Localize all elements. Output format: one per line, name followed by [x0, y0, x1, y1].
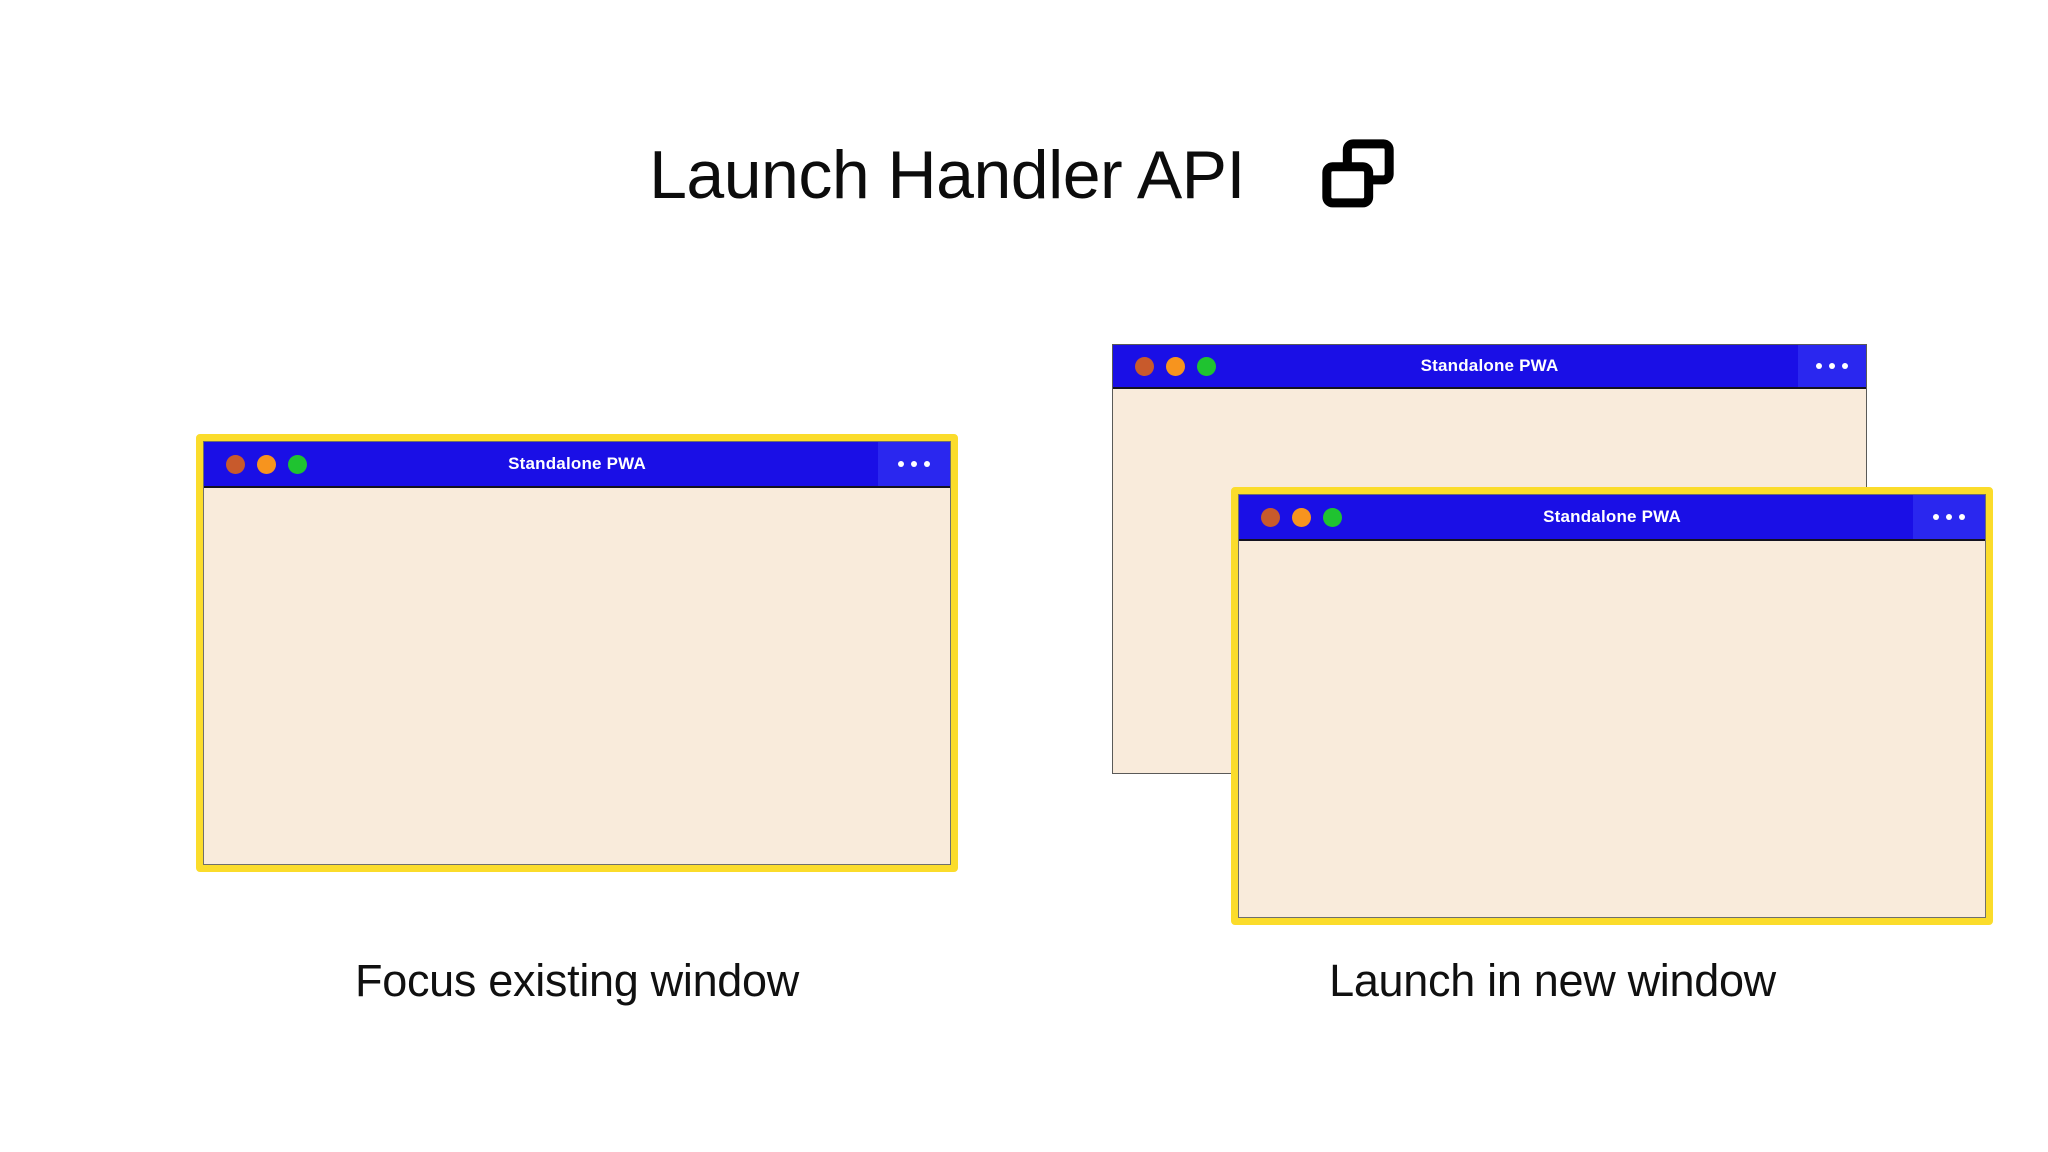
- minimize-dot-icon[interactable]: [1292, 507, 1311, 527]
- window-title: Standalone PWA: [1543, 507, 1681, 526]
- overflow-menu-icon[interactable]: [1798, 345, 1866, 387]
- window-title: Standalone PWA: [1420, 356, 1559, 375]
- window-controls[interactable]: [204, 454, 307, 474]
- menu-dot: [924, 461, 930, 467]
- window-controls[interactable]: [1239, 507, 1342, 527]
- caption-launch-in-new-window: Launch in new window: [1329, 955, 1776, 1006]
- overflow-menu-icon[interactable]: [878, 442, 950, 486]
- menu-dot: [1933, 514, 1939, 520]
- close-dot-icon[interactable]: [1135, 356, 1154, 376]
- overflow-menu-icon[interactable]: [1913, 495, 1985, 539]
- window-titlebar[interactable]: Standalone PWA: [1239, 495, 1985, 541]
- close-dot-icon[interactable]: [226, 454, 245, 474]
- maximize-dot-icon[interactable]: [288, 454, 307, 474]
- menu-dot: [1959, 514, 1965, 520]
- window-content-area: [204, 488, 950, 864]
- window-title: Standalone PWA: [508, 454, 646, 473]
- window-titlebar[interactable]: Standalone PWA: [204, 442, 950, 488]
- menu-dot: [911, 461, 917, 467]
- slide-header: Launch Handler API: [0, 120, 2048, 230]
- maximize-dot-icon[interactable]: [1323, 507, 1342, 527]
- menu-dot: [1816, 363, 1822, 369]
- window-titlebar[interactable]: Standalone PWA: [1113, 345, 1866, 389]
- page-title: Launch Handler API: [649, 137, 1245, 213]
- window-controls[interactable]: [1113, 356, 1216, 376]
- caption-focus-existing-window: Focus existing window: [355, 955, 799, 1006]
- menu-dot: [1829, 363, 1835, 369]
- close-dot-icon[interactable]: [1261, 507, 1280, 527]
- menu-dot: [1946, 514, 1952, 520]
- minimize-dot-icon[interactable]: [257, 454, 276, 474]
- pwa-window-new[interactable]: Standalone PWA: [1231, 487, 1993, 925]
- multi-window-icon: [1322, 139, 1394, 208]
- minimize-dot-icon[interactable]: [1166, 356, 1185, 376]
- window-frame: Standalone PWA: [203, 441, 951, 865]
- window-content-area: [1239, 541, 1985, 917]
- window-frame: Standalone PWA: [1238, 494, 1986, 918]
- menu-dot: [1842, 363, 1848, 369]
- maximize-dot-icon[interactable]: [1197, 356, 1216, 376]
- menu-dot: [898, 461, 904, 467]
- pwa-window-focused[interactable]: Standalone PWA: [196, 434, 958, 872]
